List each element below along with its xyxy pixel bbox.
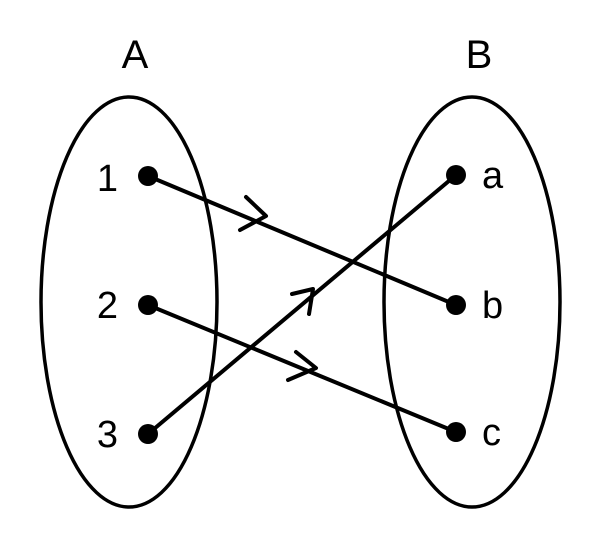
set-b: B a b c bbox=[382, 33, 562, 509]
dot-c bbox=[446, 422, 466, 442]
mapping-arrows bbox=[146, 173, 458, 436]
set-b-title: B bbox=[466, 33, 493, 77]
arrowhead-3-to-a bbox=[290, 287, 315, 316]
arrowhead-2-to-c bbox=[286, 350, 318, 382]
element-1-label: 1 bbox=[97, 158, 118, 200]
element-b-label: b bbox=[482, 285, 503, 327]
element-a-label: a bbox=[482, 155, 504, 197]
set-a-oval bbox=[39, 95, 219, 509]
dot-3 bbox=[138, 424, 158, 444]
dot-2 bbox=[138, 295, 158, 315]
dot-b bbox=[446, 295, 466, 315]
arrow-3-to-a bbox=[146, 173, 458, 436]
set-b-oval bbox=[382, 95, 562, 509]
arrow-1-to-b bbox=[146, 174, 458, 307]
dot-1 bbox=[138, 166, 158, 186]
element-2-label: 2 bbox=[97, 285, 118, 327]
element-dots bbox=[138, 165, 466, 444]
arrowhead-1-to-b bbox=[238, 195, 268, 232]
dot-a bbox=[446, 165, 466, 185]
arrow-2-to-c bbox=[146, 303, 458, 434]
element-c-label: c bbox=[482, 412, 501, 454]
set-a: A 1 2 3 bbox=[39, 33, 219, 509]
element-3-label: 3 bbox=[97, 414, 118, 456]
set-a-title: A bbox=[122, 33, 149, 77]
